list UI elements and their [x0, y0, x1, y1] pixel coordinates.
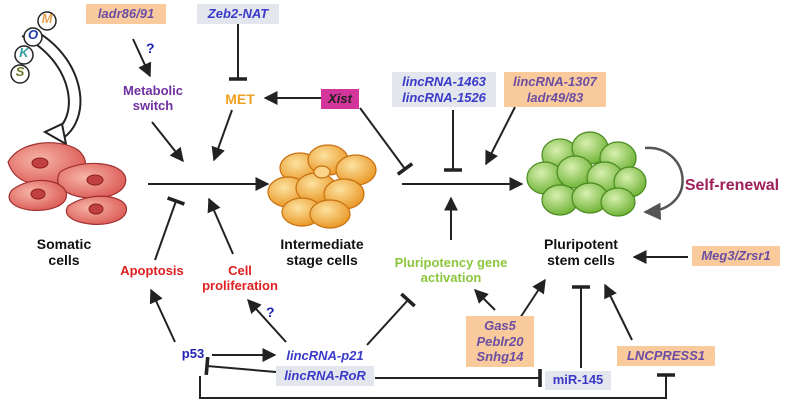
- lincrna-1307-box: lincRNA-1307 ladr49/83: [504, 72, 606, 108]
- ladr86-box: ladr86/91: [86, 4, 166, 24]
- p53-label: p53: [181, 346, 205, 361]
- self-renewal-label: Self-renewal: [684, 177, 780, 194]
- factor-circle-k: [14, 45, 34, 65]
- factor-k: K: [19, 45, 29, 60]
- factor-circle-o: [23, 27, 43, 47]
- metabolic-switch-label: Metabolic switch: [123, 83, 183, 113]
- pathway-lines: [132, 24, 688, 399]
- question-mark-proliferation: ?: [266, 304, 275, 320]
- met-label: MET: [225, 91, 255, 107]
- mir-145-label: miR-145: [545, 371, 611, 390]
- factor-circle-s: [10, 64, 30, 84]
- self-renewal-loop: [643, 146, 684, 221]
- somatic-cells-label: Somatic cells: [36, 236, 92, 269]
- factor-m: M: [41, 11, 53, 26]
- pluripotent-cells-label: Pluripotent stem cells: [544, 236, 618, 269]
- intermediate-cells-label: Intermediate stage cells: [280, 236, 364, 269]
- gas5-box: Gas5 Peblr20 Snhg14: [466, 316, 534, 367]
- factor-arrow: [21, 27, 82, 146]
- meg3-box: Meg3/Zrsr1: [692, 246, 780, 266]
- cell-proliferation-label: Cell proliferation: [202, 263, 278, 293]
- lincrna-ror-box: lincRNA-RoR: [276, 366, 374, 386]
- zeb2-nat-box: Zeb2-NAT: [197, 4, 279, 24]
- factor-s: S: [15, 64, 25, 79]
- lncpress1-box: LNCPRESS1: [617, 346, 715, 366]
- apoptosis-label: Apoptosis: [120, 263, 184, 278]
- pluripotent-cells-image: [526, 131, 647, 217]
- factor-o: O: [27, 27, 39, 42]
- pluripotency-activation-label: Pluripotency gene activation: [394, 255, 508, 285]
- intermediate-cells-image: [267, 144, 377, 229]
- lincrna-p21-box: lincRNA-p21: [286, 348, 364, 363]
- factor-circles: [10, 11, 57, 84]
- lincrna-1463-box: lincRNA-1463 lincRNA-1526: [392, 72, 496, 108]
- xist-box: Xist: [321, 89, 359, 109]
- question-mark-metabolic: ?: [146, 40, 155, 56]
- factor-circle-m: [37, 11, 57, 31]
- somatic-cells-image: [7, 142, 127, 225]
